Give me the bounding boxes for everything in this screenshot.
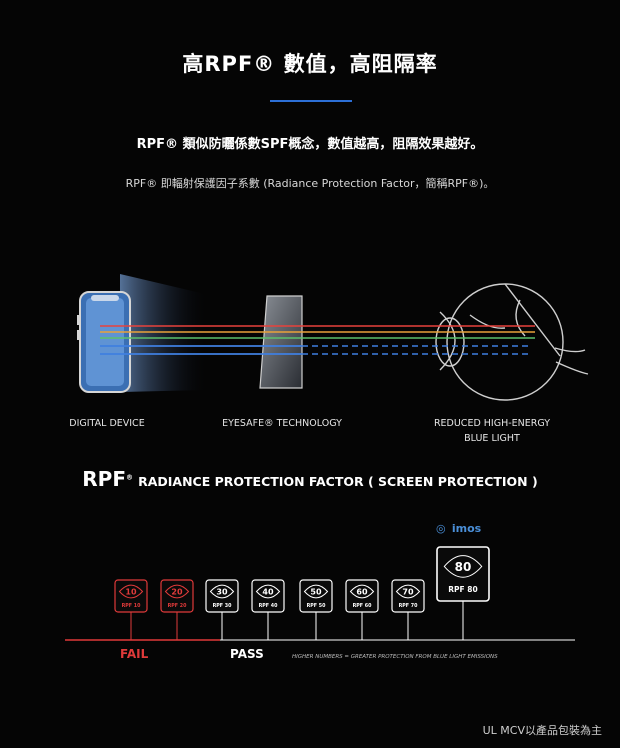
- page-description: RPF® 即輻射保護因子系數 (Radiance Protection Fact…: [125, 177, 495, 190]
- badge-eye-icon: [255, 584, 281, 599]
- badge-value: 20: [171, 588, 183, 597]
- badge-eye-icon: [209, 584, 235, 599]
- light-cone: [120, 274, 205, 392]
- badge-label: RPF 50: [307, 603, 326, 609]
- screen-protector-icon: [259, 295, 303, 389]
- pass-label: PASS: [230, 647, 264, 661]
- badge-value: 70: [402, 588, 414, 597]
- light-rays: [100, 325, 535, 355]
- badge-value: 30: [216, 588, 228, 597]
- eye-logo-icon: ◎: [436, 522, 446, 535]
- page-title: 高RPF® 數值，高阻隔率: [182, 52, 438, 76]
- badge-label: RPF 80: [448, 585, 477, 594]
- badge-eye-icon: [303, 584, 329, 599]
- caption-digital-device: DIGITAL DEVICE: [69, 418, 145, 429]
- rpf-heading-big: RPF: [82, 467, 126, 491]
- badge-value: 80: [455, 560, 472, 574]
- caption-reduced-blue-light: REDUCED HIGH-ENERGY BLUE LIGHT: [420, 416, 564, 446]
- badge-value: 50: [310, 588, 322, 597]
- blue-light-diagram: [77, 274, 589, 401]
- badge-label: RPF 60: [353, 603, 372, 609]
- badge-label: RPF 20: [168, 603, 187, 609]
- page-subtitle: RPF® 類似防曬係數SPF概念，數值越高，阻隔效果越好。: [136, 137, 484, 152]
- imos-brand-label: imos: [451, 522, 482, 535]
- badge-label: RPF 70: [399, 603, 418, 609]
- badge-label: RPF 40: [259, 603, 278, 609]
- badge-eye-icon: [395, 584, 421, 599]
- caption-eyesafe: EYESAFE® TECHNOLOGY: [222, 418, 342, 429]
- badge-label: RPF 10: [122, 603, 141, 609]
- caption-reduced-line-1: REDUCED HIGH-ENERGY: [433, 418, 551, 429]
- caption-reduced-line-2: BLUE LIGHT: [464, 433, 520, 444]
- badge-eye-icon: [164, 584, 190, 599]
- badge-value: 40: [262, 588, 274, 597]
- phone-device-icon: [77, 291, 131, 393]
- badge-eye-icon: [118, 584, 144, 599]
- rpf-section-heading: RPF® RADIANCE PROTECTION FACTOR ( SCREEN…: [82, 467, 538, 491]
- badge-eye-icon: [349, 584, 375, 599]
- scale-note: HIGHER NUMBERS = GREATER PROTECTION FROM…: [292, 654, 498, 660]
- badge-value: 60: [356, 588, 368, 597]
- badge-label: RPF 30: [213, 603, 232, 609]
- footer-note: UL MCV以產品包裝為主: [482, 724, 602, 737]
- rpf-heading-rest: RADIANCE PROTECTION FACTOR ( SCREEN PROT…: [138, 474, 538, 489]
- badge-eye-icon: [443, 555, 483, 578]
- badge-value: 10: [125, 588, 137, 597]
- fail-label: FAIL: [120, 647, 149, 661]
- eye-icon: [435, 283, 589, 401]
- imos-brand: ◎ imos: [436, 522, 506, 535]
- title-divider: [270, 100, 352, 102]
